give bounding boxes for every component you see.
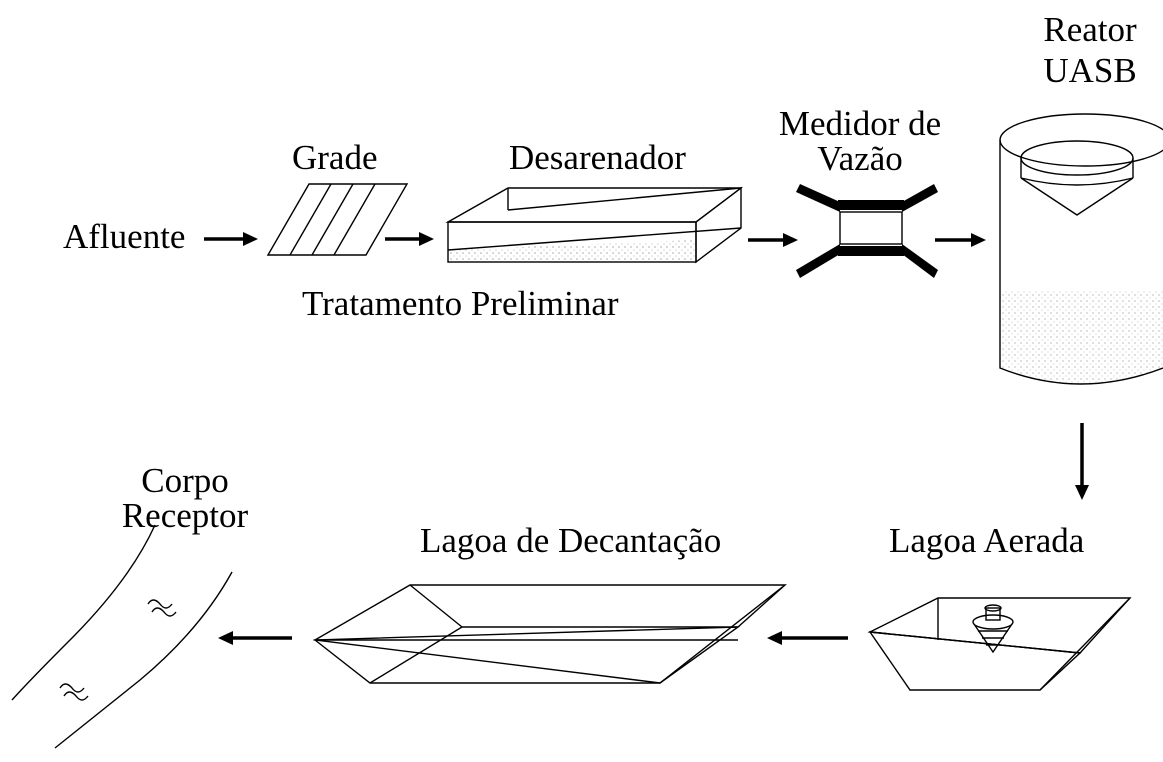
arrow-reator-lagoa-aerada (1075, 423, 1089, 500)
reator-uasb (999, 113, 1163, 385)
arrow-aerada-decantacao (767, 631, 848, 645)
reator-label-line1: Reator (1043, 10, 1137, 49)
lagoa-aerada-tank (867, 597, 1132, 691)
arrow-desarenador-medidor (748, 233, 798, 247)
reator-label: Reator UASB (1020, 12, 1160, 88)
arrow-afluente-grade (204, 232, 258, 246)
corpo-label-line2: Receptor (121, 496, 249, 535)
arrow-decantacao-corpo (218, 631, 292, 645)
corpo-label-line1: Corpo (141, 461, 229, 500)
reator-label-line2: UASB (1043, 51, 1137, 90)
corpo-receptor-river (11, 524, 233, 749)
corpo-receptor-label: Corpo Receptor (100, 463, 270, 533)
tratamento-preliminar-label: Tratamento Preliminar (302, 284, 619, 323)
desarenador-tank (445, 186, 744, 264)
arrow-medidor-reator (935, 233, 986, 247)
arrow-grade-desarenador (385, 232, 434, 246)
medidor-label-line2: Vazão (817, 139, 903, 178)
desarenador-label: Desarenador (509, 138, 686, 177)
afluente-label: Afluente (63, 217, 186, 256)
medidor-label: Medidor de Vazão (760, 106, 960, 176)
medidor-vazao (796, 184, 938, 278)
lagoa-aerada-label: Lagoa Aerada (889, 521, 1085, 560)
medidor-label-line1: Medidor de (778, 104, 942, 143)
grade-screen (266, 183, 409, 256)
aerator-icon (972, 604, 1014, 654)
lagoa-decantacao-tank (312, 584, 788, 684)
lagoa-decantacao-label: Lagoa de Decantação (420, 521, 722, 560)
grade-label: Grade (292, 138, 378, 177)
